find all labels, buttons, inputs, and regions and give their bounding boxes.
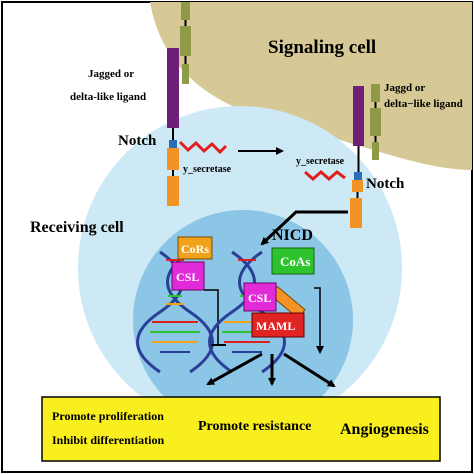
coas-label: CoAs [280,254,310,269]
left-ligand [180,2,191,84]
nicd-arrow [260,210,348,246]
outcome-arrow-right [283,352,336,388]
outcome-resistance: Promote resistance [198,419,312,434]
cors-label: CoRs [181,242,209,256]
right-cleavage-zigzag [304,170,346,181]
right-notch-receptor [350,86,364,228]
left-dna-helix [136,250,214,374]
nicd-label: NICD [272,227,313,244]
right-secretase-label: y_secretase [296,156,345,167]
left-ligand-label-2: delta-like ligand [70,91,146,103]
csl-right-box [243,282,277,312]
left-cleavage-zigzag [178,140,228,155]
left-secretase-label: y_secretase [183,164,232,175]
right-notch-label: Notch [366,176,405,192]
signaling-cell-label: Signaling cell [268,37,376,58]
right-ligand [370,84,381,160]
outcome-arrow-left [206,352,263,386]
signaling-cell [150,2,472,170]
activation-line [314,287,324,354]
csl-left-label: CSL [176,270,199,284]
outcome-box [41,396,441,462]
right-ligand-label-1: Jaggd or [384,82,425,94]
left-ligand-label-1: Jagged or [88,68,134,80]
maml-box [251,312,305,338]
outcome-proliferation: Promote proliferation [52,409,164,423]
cors-box [177,236,213,260]
left-notch-receptor [167,48,179,206]
outcome-differentiation: Inhibit differentiation [52,433,165,447]
coas-box [271,247,315,275]
outcome-angiogenesis: Angiogenesis [340,421,429,438]
right-dna-helix [208,250,286,374]
repression-line [204,289,219,344]
receiving-cell-label: Receiving cell [30,219,124,236]
csl-left-box [171,261,205,291]
csl-right-label: CSL [248,291,271,305]
left-notch-label: Notch [118,133,157,149]
maml-label: MAML [256,319,295,333]
right-ligand-label-2: delta−like ligand [384,98,463,110]
